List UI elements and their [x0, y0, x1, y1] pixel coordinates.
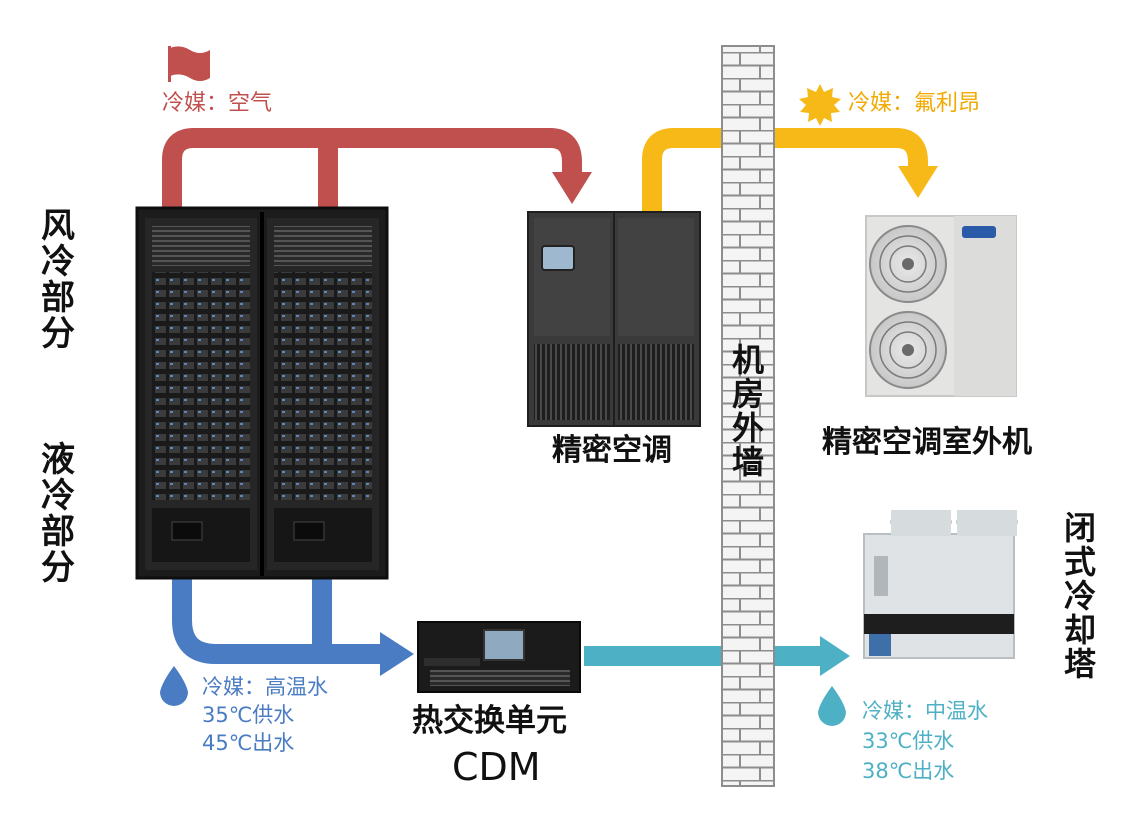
server-racks: [135, 206, 389, 580]
warm-water-flow-pipe: [584, 636, 850, 676]
cdm-code-label: CDM: [452, 745, 541, 789]
machine-room-wall: [721, 45, 775, 787]
outdoor-unit: [865, 215, 1017, 397]
air-medium-label: 冷媒：空气: [162, 91, 273, 116]
air-cooling-section-label: 风冷部分: [41, 206, 75, 355]
hot-water-supply-label: 35℃供水: [202, 703, 295, 727]
machine-room-wall-label: 机房外墙: [731, 341, 764, 481]
precision-ac-label: 精密空调: [552, 433, 672, 468]
air-flow-pipe: [162, 128, 592, 212]
cdm-unit: [417, 621, 581, 693]
cooling-tower-label: 闭式冷却塔: [1063, 509, 1096, 683]
water-drop-icon: [160, 666, 188, 706]
cooling-tower: [863, 510, 1018, 659]
warm-water-return-label: 38℃出水: [862, 759, 955, 783]
cdm-name-label: 热交换单元: [412, 703, 567, 739]
warm-water-supply-label: 33℃供水: [862, 729, 955, 753]
hot-water-return-label: 45℃出水: [202, 731, 295, 755]
outdoor-unit-label: 精密空调室外机: [822, 425, 1032, 460]
flag-icon: [168, 46, 210, 82]
liquid-cooling-section-label: 液冷部分: [41, 440, 75, 589]
precision-ac-unit: [527, 211, 701, 427]
hot-water-flow-pipe: [172, 576, 414, 676]
hot-water-medium-label: 冷媒：高温水: [202, 675, 328, 699]
water-drop-icon: [818, 686, 846, 726]
warm-water-medium-label: 冷媒：中温水: [862, 699, 988, 723]
freon-medium-label: 冷媒：氟利昂: [848, 91, 981, 116]
sun-icon: [799, 84, 841, 126]
freon-flow-pipe: [642, 128, 938, 212]
